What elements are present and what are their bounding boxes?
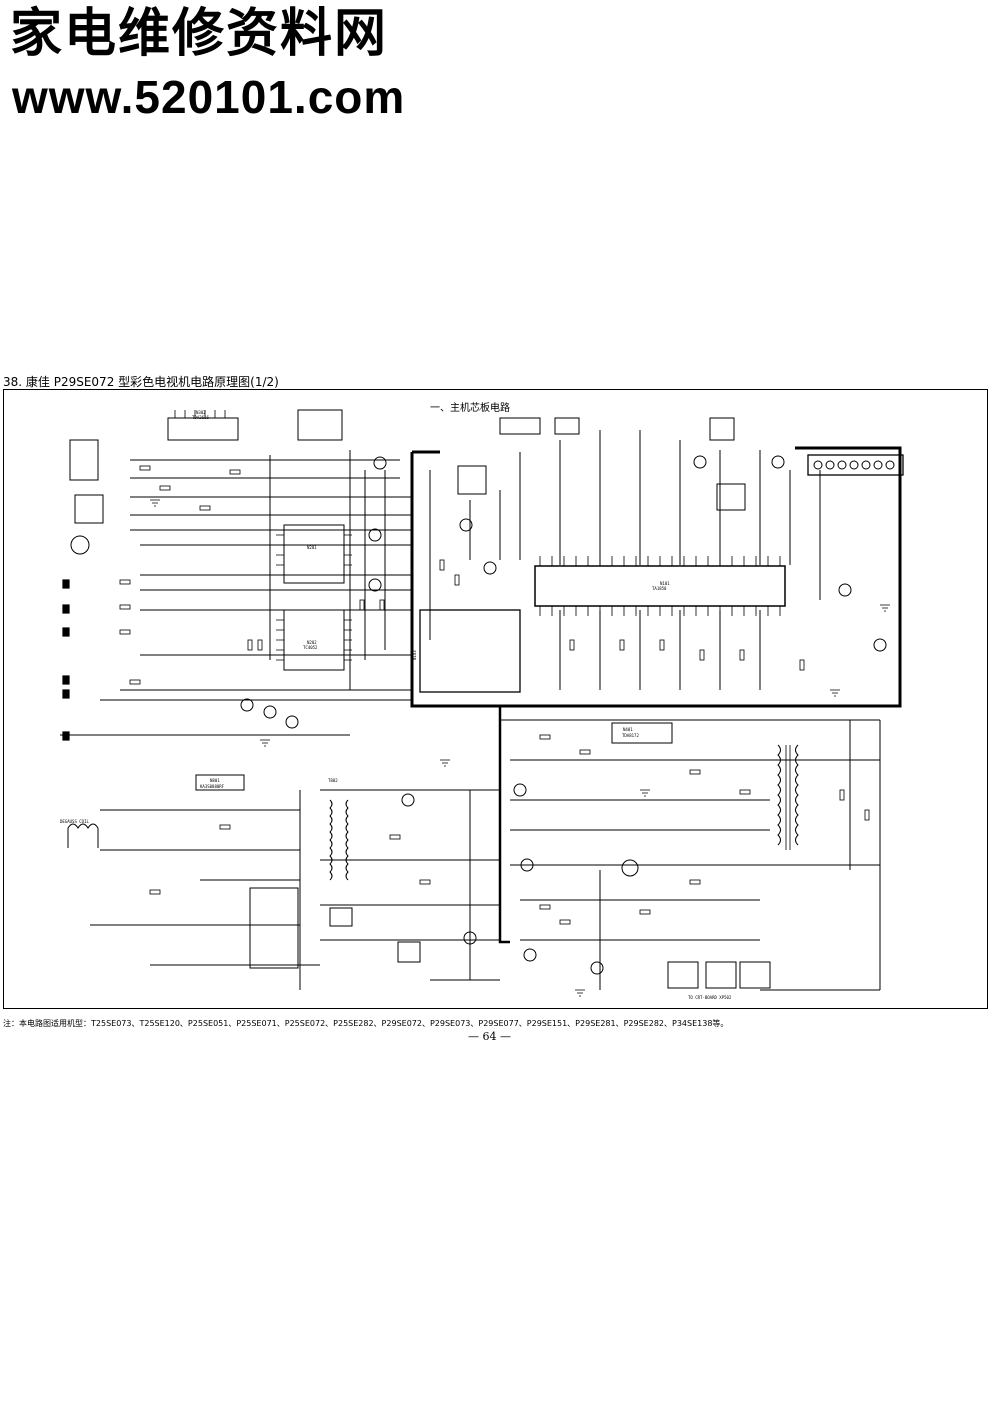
- label-n101-part: TA1850: [652, 586, 667, 591]
- input-jack-1: [69, 439, 99, 481]
- page-number: — 64 —: [468, 1030, 511, 1043]
- schematic-frame: [3, 389, 988, 1009]
- schematic-title: 38. 康佳 P29SE072 型彩色电视机电路原理图(1/2): [3, 375, 279, 389]
- label-n201: N201: [307, 545, 317, 550]
- ic-small-2: [716, 483, 746, 511]
- fbt-coil-right: [795, 744, 799, 846]
- site-url[interactable]: www.520101.com: [12, 71, 406, 123]
- connector-top-3: [554, 417, 580, 435]
- label-n101: N101: [660, 581, 670, 586]
- connector-2: [705, 961, 737, 989]
- opto-coupler: [397, 941, 421, 963]
- ic-n201: [283, 524, 345, 584]
- fbt-coil-left: [777, 744, 781, 846]
- connector-top: [297, 409, 343, 441]
- ic-n302: [167, 417, 239, 441]
- connector-3: [739, 961, 771, 989]
- label-n302: N302: [196, 410, 206, 415]
- ic-n401: [611, 722, 673, 744]
- label-t802: T802: [328, 778, 338, 783]
- transformer-core: [249, 887, 299, 969]
- connector-top-right: [807, 454, 904, 476]
- label-n202: N202: [307, 640, 317, 645]
- connector-top-4: [709, 417, 735, 441]
- bridge-rectifier: [329, 907, 353, 927]
- connector-top-2: [499, 417, 541, 435]
- label-n801-part: KA3S0880RF: [200, 784, 225, 789]
- av-jack-circle: [70, 535, 90, 555]
- main-board-outline: [410, 446, 902, 708]
- applicable-models-note: 注：本电路图适用机型：T25SE073、T25SE120、P25SE051、P2…: [3, 1019, 729, 1028]
- label-crt-connector: TO CRT-BOARD XP502: [688, 995, 732, 1000]
- ic-small-1: [457, 465, 487, 495]
- label-n401: N401: [623, 727, 633, 732]
- section-title: 一、主机芯板电路: [430, 403, 510, 414]
- ic-n103: [419, 609, 521, 693]
- label-degauss-coil: DEGAUSS COIL: [60, 819, 89, 824]
- site-name-cn: 家电维修资料网: [10, 3, 389, 64]
- degauss-coil-shape: [67, 823, 99, 848]
- label-n302-part: TDA2616: [192, 415, 209, 420]
- input-jack-2: [74, 494, 104, 524]
- label-n202-part: TC4052: [303, 645, 318, 650]
- label-n401-part: TDA8172: [622, 733, 639, 738]
- label-n103: N103: [412, 650, 417, 660]
- ic-n801: [195, 774, 245, 791]
- connector-1: [667, 961, 699, 989]
- label-n801: N801: [210, 778, 220, 783]
